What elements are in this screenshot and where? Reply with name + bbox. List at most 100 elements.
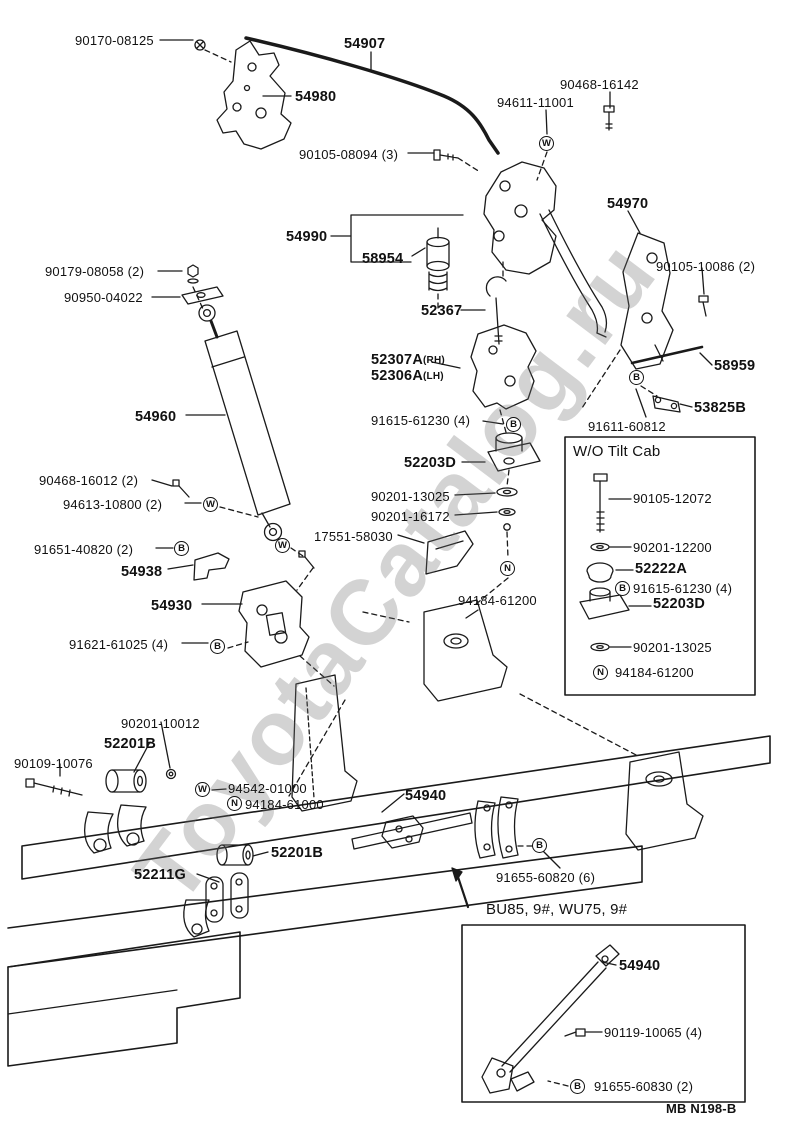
plate-90950-icon	[181, 286, 224, 305]
part-label: 54940	[619, 958, 661, 974]
part-label: 17551-58030	[314, 529, 393, 544]
marker-b-icon: B	[210, 639, 225, 654]
marker-w-icon: W	[203, 497, 218, 512]
part-label: 54970	[607, 196, 649, 212]
marker-b-icon: B	[615, 581, 630, 596]
marker-n-icon: N	[227, 796, 242, 811]
bracket-54938	[193, 552, 230, 581]
frame-rails	[7, 735, 771, 1067]
mount-tower-right	[625, 751, 704, 851]
marker-b-icon: B	[506, 417, 521, 432]
part-label: 52211G	[134, 867, 186, 883]
part-label: 91611-60812	[588, 419, 666, 434]
bracket-54980	[216, 40, 292, 150]
nut-90179-icon	[187, 264, 199, 284]
bolt-90468-16012-icon	[172, 479, 190, 498]
inset-box-title: BU85, 9#, WU75, 9#	[486, 901, 628, 918]
part-label: 58959	[714, 358, 756, 374]
part-label: 91655-60820 (6)	[496, 870, 596, 885]
part-label: 90201-13025	[371, 489, 450, 504]
part-label: 94613-10800 (2)	[63, 497, 163, 512]
part-label: 54960	[135, 409, 177, 425]
part-label: 90468-16142	[560, 77, 639, 92]
part-label: 90109-10076	[14, 756, 93, 771]
marker-n-icon: N	[593, 665, 608, 680]
screw-90170-icon	[194, 39, 206, 51]
part-label: 52203D	[653, 596, 705, 612]
marker-b-icon: B	[532, 838, 547, 853]
marker-w-icon: W	[195, 782, 210, 797]
screw-90105-10086-icon	[698, 295, 709, 317]
part-label: 90105-08094 (3)	[299, 147, 399, 162]
part-label: 94611-11001	[497, 95, 574, 110]
part-label: 52367	[421, 303, 463, 319]
part-label: 53825B	[694, 400, 746, 416]
hook-52367	[485, 276, 507, 345]
part-label: 54938	[121, 564, 163, 580]
marker-n-icon: N	[500, 561, 515, 576]
part-label: 54990	[286, 229, 328, 245]
figure-code: MB N198-B	[666, 1101, 737, 1116]
part-label: 90201-12200	[633, 540, 712, 555]
bracket-54970	[620, 232, 674, 370]
marker-b-icon: B	[570, 1079, 585, 1094]
part-label: 90950-04022	[64, 290, 143, 305]
part-label: 90468-16012 (2)	[39, 473, 139, 488]
marker-b-icon: B	[629, 370, 644, 385]
spring-hanger-and-bushings	[83, 768, 254, 938]
projection-dashed-lines	[192, 49, 658, 1087]
part-label: 90179-08058 (2)	[45, 264, 145, 279]
part-label: 90119-10065 (4)	[604, 1025, 703, 1040]
part-label: 52307A(RH)	[371, 352, 445, 368]
rod-58959	[630, 345, 704, 365]
cushion-58954	[426, 227, 450, 292]
part-suffix: (LH)	[423, 371, 444, 382]
marker-b-icon: B	[174, 541, 189, 556]
part-label: 90105-10086 (2)	[656, 259, 756, 274]
marker-w-icon: W	[275, 538, 290, 553]
part-label: 52203D	[404, 455, 456, 471]
part-number: 52306A	[371, 368, 423, 384]
part-label: 54930	[151, 598, 193, 614]
part-label: 52222A	[635, 561, 687, 577]
part-suffix: (RH)	[423, 355, 445, 366]
linkage-54940	[351, 796, 519, 859]
wo-tilt-cab-title: W/O Tilt Cab	[573, 443, 661, 460]
inset-arrow-icon	[451, 867, 470, 909]
wo-tilt-cab-box-frame	[564, 436, 756, 696]
part-label: 90105-12072	[633, 491, 712, 506]
part-label: 91615-61230 (4)	[633, 581, 733, 596]
marker-w-icon: W	[539, 136, 554, 151]
part-label: 94184-61200	[458, 593, 537, 608]
stabilizer-rod-54907	[244, 36, 500, 155]
part-label: 94542-01000	[228, 781, 307, 796]
mount-tower-left	[291, 674, 358, 812]
shock-absorber-54960	[198, 304, 291, 542]
screw-90105-08094-icon	[433, 149, 459, 161]
bolt-91651-icon	[298, 550, 315, 569]
mount-tower-center	[423, 599, 508, 702]
hinge-bracket-54990	[483, 161, 608, 338]
part-label: 52201B	[271, 845, 323, 861]
bolt-90109-icon	[25, 778, 83, 797]
part-label: 94184-61200	[615, 665, 694, 680]
part-label: 52306A(LH)	[371, 368, 444, 384]
part-number: 52307A	[371, 352, 423, 368]
inset-box-frame	[461, 924, 746, 1103]
washer-stack-icons	[496, 487, 518, 531]
part-label: 54980	[295, 89, 337, 105]
part-label: 58954	[362, 251, 404, 267]
part-label: 90201-16172	[371, 509, 450, 524]
part-label: 94184-61000	[245, 797, 324, 812]
link-53825b	[652, 395, 681, 413]
part-label: 54907	[344, 36, 386, 52]
bracket-17551	[425, 530, 474, 575]
part-label: 52201B	[104, 736, 156, 752]
part-label: 91621-61025 (4)	[69, 637, 169, 652]
bracket-52307a	[470, 324, 537, 410]
mount-52203d-center	[487, 432, 541, 472]
part-label: 91615-61230 (4)	[371, 413, 471, 428]
part-label: 54940	[405, 788, 447, 804]
